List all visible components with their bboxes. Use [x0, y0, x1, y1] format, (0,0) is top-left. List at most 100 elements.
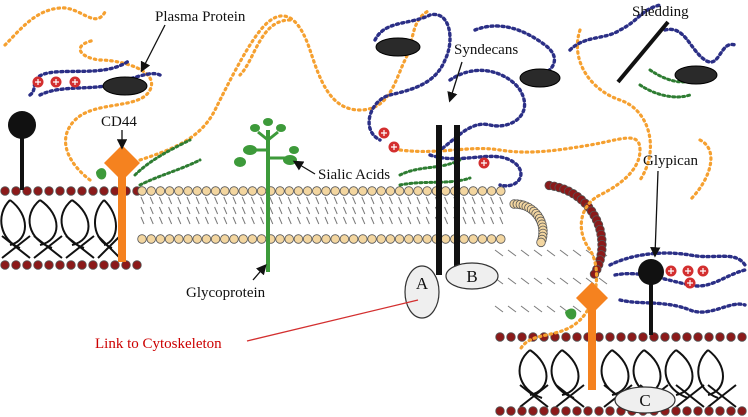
sialic-acid-icons: [234, 118, 299, 167]
glypican-protein: [638, 259, 664, 335]
lipid-tail: [398, 216, 403, 225]
plasma-protein-label: Plasma Protein: [155, 9, 246, 25]
glycoprotein-label: Glycoprotein: [186, 285, 266, 301]
lipid-head: [506, 406, 516, 416]
sialic-acids-label: Sialic Acids: [318, 167, 390, 183]
lipid-head: [528, 406, 538, 416]
lipid-head: [210, 234, 221, 244]
lipid-head: [422, 186, 432, 196]
lipid-tail: [324, 206, 329, 215]
lipid-tail: [287, 216, 292, 225]
lipid-head: [155, 186, 166, 196]
lipid-head: [572, 332, 582, 342]
lipid-head: [137, 186, 147, 196]
link-to-cytoskeleton-line: [246, 299, 419, 342]
lipid-head: [459, 234, 469, 244]
lipid-head: [275, 186, 285, 196]
lipid-tail: [186, 196, 191, 205]
lipid-head: [496, 234, 506, 244]
lipid-tail: [232, 196, 237, 205]
lipid-head: [302, 186, 313, 196]
lipid-tail: [315, 216, 320, 225]
lipid-tail: [598, 277, 608, 285]
lipid-tail: [204, 196, 209, 205]
lipid-tail: [214, 196, 219, 205]
lipid-head: [22, 260, 32, 270]
lipid-tail: [342, 216, 347, 225]
lipid-tail: [546, 305, 556, 313]
lipid-head: [394, 234, 405, 244]
lipid-tail: [490, 206, 495, 215]
lipid-tail: [241, 216, 246, 225]
lipid-tail: [241, 206, 246, 215]
anchor-a: A: [404, 265, 440, 319]
lipid-tail: [158, 196, 163, 205]
lipid-tail: [296, 216, 301, 225]
lipid-tail: [480, 216, 485, 225]
lipid-tail: [546, 249, 556, 257]
lipid-tail: [352, 196, 357, 205]
lipid-head: [55, 186, 65, 196]
lipid-head: [385, 234, 396, 244]
lipid-head: [155, 234, 166, 244]
lipid-tail: [149, 206, 154, 215]
lipid-head: [394, 186, 405, 196]
lipid-head: [77, 186, 87, 196]
anchor-a-label: A: [416, 274, 429, 293]
lipid-head: [293, 234, 304, 244]
lipid-tail: [416, 206, 421, 215]
lipid-head: [517, 406, 527, 416]
lipid-tail: [177, 206, 182, 215]
lipid-head: [293, 186, 304, 196]
lipid-head: [726, 406, 736, 416]
lipid-head: [367, 234, 377, 244]
lipid-tail: [232, 206, 237, 215]
lipid-head: [671, 406, 681, 416]
lipid-tail: [315, 196, 320, 205]
lipid-tail: [269, 206, 274, 215]
lipid-head: [348, 234, 359, 244]
glypican-arrow: [650, 170, 661, 258]
lipid-tail: [425, 216, 430, 225]
lipid-tail: [572, 249, 582, 257]
lipid-head: [385, 186, 396, 196]
lipid-head: [238, 186, 248, 196]
lipid-head: [192, 234, 202, 244]
lipid-head: [660, 332, 670, 342]
lipid-tail: [471, 206, 476, 215]
lipid-head: [183, 186, 193, 196]
plasma-protein-ellipse: [674, 65, 718, 85]
lipid-tail: [507, 277, 517, 285]
shedding-label: Shedding: [632, 4, 689, 20]
lipid-tail: [480, 206, 485, 215]
lipid-tail: [425, 206, 430, 215]
lipid-tail: [324, 196, 329, 205]
lipid-head: [229, 234, 239, 244]
lipid-tail: [379, 216, 384, 225]
lipid-head: [22, 186, 32, 196]
lipid-tail: [533, 277, 543, 285]
lipid-tail: [306, 196, 311, 205]
lipid-head: [330, 234, 340, 244]
lipid-tail: [416, 216, 421, 225]
charge-mark: [687, 280, 693, 286]
glypican-label: Glypican: [643, 153, 698, 169]
lipid-head: [66, 186, 76, 196]
anchor-b-label: B: [466, 267, 477, 286]
lipid-tail: [223, 196, 228, 205]
lipid-head: [550, 406, 560, 416]
lipid-tail: [407, 216, 412, 225]
lipid-tail: [572, 305, 582, 313]
lipid-head: [247, 234, 258, 244]
lipid-head: [496, 186, 506, 196]
lipid-head: [517, 332, 527, 342]
lipid-head: [704, 406, 714, 416]
plasma-protein-ellipse: [519, 68, 561, 88]
charge-mark: [685, 268, 691, 274]
lipid-head: [561, 406, 571, 416]
lipid-tail: [462, 206, 467, 215]
charge-mark: [35, 79, 41, 85]
lipid-tail: [407, 206, 412, 215]
charge-mark: [381, 130, 387, 136]
lipid-head: [627, 332, 637, 342]
